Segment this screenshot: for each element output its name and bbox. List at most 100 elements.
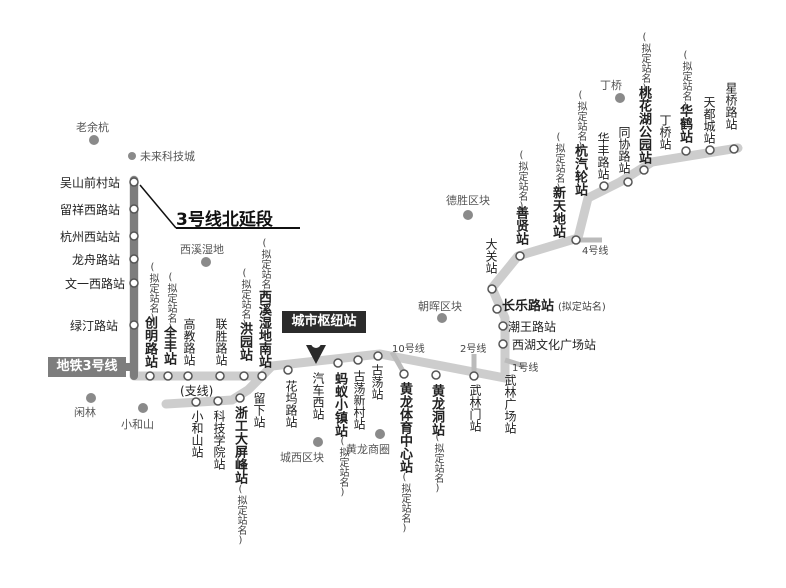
- station-zhegong[interactable]: 浙工大屏峰站: [232, 406, 247, 484]
- landmark-dot: [138, 403, 148, 413]
- station-lvting[interactable]: 绿汀路站: [70, 319, 119, 333]
- landmark-laoyuhang: 老余杭: [76, 121, 109, 134]
- station-longzhou[interactable]: 龙舟路站: [72, 253, 121, 267]
- station-hangqilun[interactable]: 杭汽轮站: [572, 144, 587, 196]
- landmark-xianlin: 闲林: [74, 406, 96, 419]
- station-dot[interactable]: [333, 358, 343, 368]
- landmark-future-city: 未来科技城: [140, 150, 195, 163]
- station-dot[interactable]: [183, 371, 193, 381]
- landmark-dot: [201, 257, 211, 267]
- station-changle[interactable]: 长乐路站: [502, 299, 555, 314]
- station-wulin-square[interactable]: 武林广场站: [503, 374, 517, 434]
- station-dot[interactable]: [498, 321, 508, 331]
- station-chuangming[interactable]: 创明路站: [142, 316, 157, 368]
- station-dot[interactable]: [353, 355, 363, 365]
- line10-label: 10号线: [392, 344, 425, 355]
- station-qiche-west[interactable]: 汽车西站: [311, 372, 325, 420]
- station-huafeng[interactable]: 华丰路站: [596, 132, 610, 180]
- station-dot[interactable]: [515, 251, 525, 261]
- station-tiandu[interactable]: 天都城站: [702, 96, 716, 144]
- hub-badge: 城市枢纽站: [282, 311, 366, 333]
- station-huahe[interactable]: 华鹤站: [677, 104, 692, 143]
- station-dot[interactable]: [129, 320, 139, 330]
- station-xihu-culture[interactable]: 西湖文化广场站: [512, 338, 597, 352]
- station-huawu[interactable]: 花坞路站: [284, 380, 298, 428]
- station-daguan[interactable]: 大关站: [484, 238, 498, 274]
- station-dot[interactable]: [681, 146, 691, 156]
- station-dot[interactable]: [705, 145, 715, 155]
- station-gudang-new[interactable]: 古荡新村站: [352, 370, 366, 430]
- station-dot[interactable]: [469, 371, 479, 381]
- station-wenyi-west[interactable]: 文一西路站: [65, 277, 126, 291]
- station-dingqiao[interactable]: 丁桥站: [658, 114, 672, 150]
- station-dot[interactable]: [498, 339, 508, 349]
- station-xiaoheshan[interactable]: 小和山站: [190, 410, 204, 458]
- title-pointer: [139, 184, 177, 229]
- station-dot[interactable]: [129, 204, 139, 214]
- station-lianxin[interactable]: 联胜路站: [214, 318, 228, 366]
- station-huanglongdong[interactable]: 黄龙洞站: [429, 384, 444, 436]
- station-dot[interactable]: [431, 370, 441, 380]
- station-xingqiao[interactable]: 星桥路站: [724, 82, 738, 130]
- landmark-xixi: 西溪湿地: [180, 243, 224, 256]
- branch-route: [161, 371, 267, 409]
- note-planned: (拟定站名): [680, 50, 691, 112]
- station-hongyuan[interactable]: 洪园站: [237, 322, 252, 361]
- station-wulinmen[interactable]: 武林门站: [468, 384, 482, 432]
- station-dot[interactable]: [257, 371, 267, 381]
- station-dot[interactable]: [235, 393, 245, 403]
- station-tongxie[interactable]: 同协路站: [617, 126, 631, 174]
- station-dot[interactable]: [239, 371, 249, 381]
- station-dot[interactable]: [213, 396, 223, 406]
- station-wushan[interactable]: 吴山前村站: [60, 176, 121, 190]
- note-planned: (拟定站名): [337, 436, 348, 498]
- station-dot[interactable]: [191, 397, 201, 407]
- note-planned: (拟定站名): [259, 238, 270, 300]
- station-taohuahu[interactable]: 桃花湖公园站: [636, 86, 651, 164]
- line4-label: 4号线: [582, 246, 609, 257]
- station-dot[interactable]: [129, 254, 139, 264]
- station-dot[interactable]: [129, 231, 139, 241]
- station-dot[interactable]: [399, 369, 409, 379]
- landmark-xiaoheshan: 小和山: [121, 418, 154, 431]
- station-dot[interactable]: [145, 371, 155, 381]
- line10-connector: [389, 350, 407, 375]
- station-dot[interactable]: [129, 177, 139, 187]
- note-planned: (拟定站名): [516, 150, 527, 212]
- station-dot[interactable]: [283, 365, 293, 375]
- station-liuxiang[interactable]: 留祥西路站: [60, 203, 121, 217]
- station-kejixueyuan[interactable]: 科技学院站: [212, 410, 226, 470]
- line1-connector: [504, 357, 525, 369]
- station-dot[interactable]: [623, 177, 633, 187]
- landmark-dot: [89, 135, 99, 145]
- station-dot[interactable]: [599, 181, 609, 191]
- station-gudang[interactable]: 古荡站: [370, 364, 384, 400]
- landmark-dot: [375, 429, 385, 439]
- line1-label: 1号线: [512, 363, 539, 374]
- station-xintiandi[interactable]: 新天地站: [550, 186, 565, 238]
- station-dot[interactable]: [215, 371, 225, 381]
- station-dot[interactable]: [129, 278, 139, 288]
- station-dot[interactable]: [487, 284, 497, 294]
- station-mayi[interactable]: 蚂蚁小镇站: [332, 372, 347, 437]
- station-chaowang[interactable]: 潮王路站: [508, 320, 557, 334]
- station-gaojiao[interactable]: 高教路站: [182, 318, 196, 366]
- note-planned: (拟定站名): [147, 262, 158, 324]
- landmark-chengxi: 城西区块: [280, 451, 324, 464]
- station-dot[interactable]: [373, 351, 383, 361]
- station-shanxian[interactable]: 善贤站: [513, 206, 528, 245]
- station-dot[interactable]: [163, 371, 173, 381]
- station-liuxia[interactable]: 留下站: [252, 392, 266, 428]
- station-xixi-south[interactable]: 西溪湿地南站: [256, 290, 271, 368]
- station-dot[interactable]: [492, 304, 502, 314]
- station-hangzhou-west[interactable]: 杭州西站站: [60, 230, 121, 244]
- station-dot[interactable]: [729, 144, 739, 154]
- station-huanglong-sport[interactable]: 黄龙体育中心站: [397, 382, 412, 473]
- landmark-dingqiao: 丁桥: [600, 79, 622, 92]
- station-dot[interactable]: [571, 235, 581, 245]
- note-planned: (拟定站名): [432, 432, 443, 494]
- station-quanfeng[interactable]: 全丰站: [161, 326, 176, 365]
- note-planned: (拟定站名): [165, 272, 176, 334]
- station-dot[interactable]: [639, 165, 649, 175]
